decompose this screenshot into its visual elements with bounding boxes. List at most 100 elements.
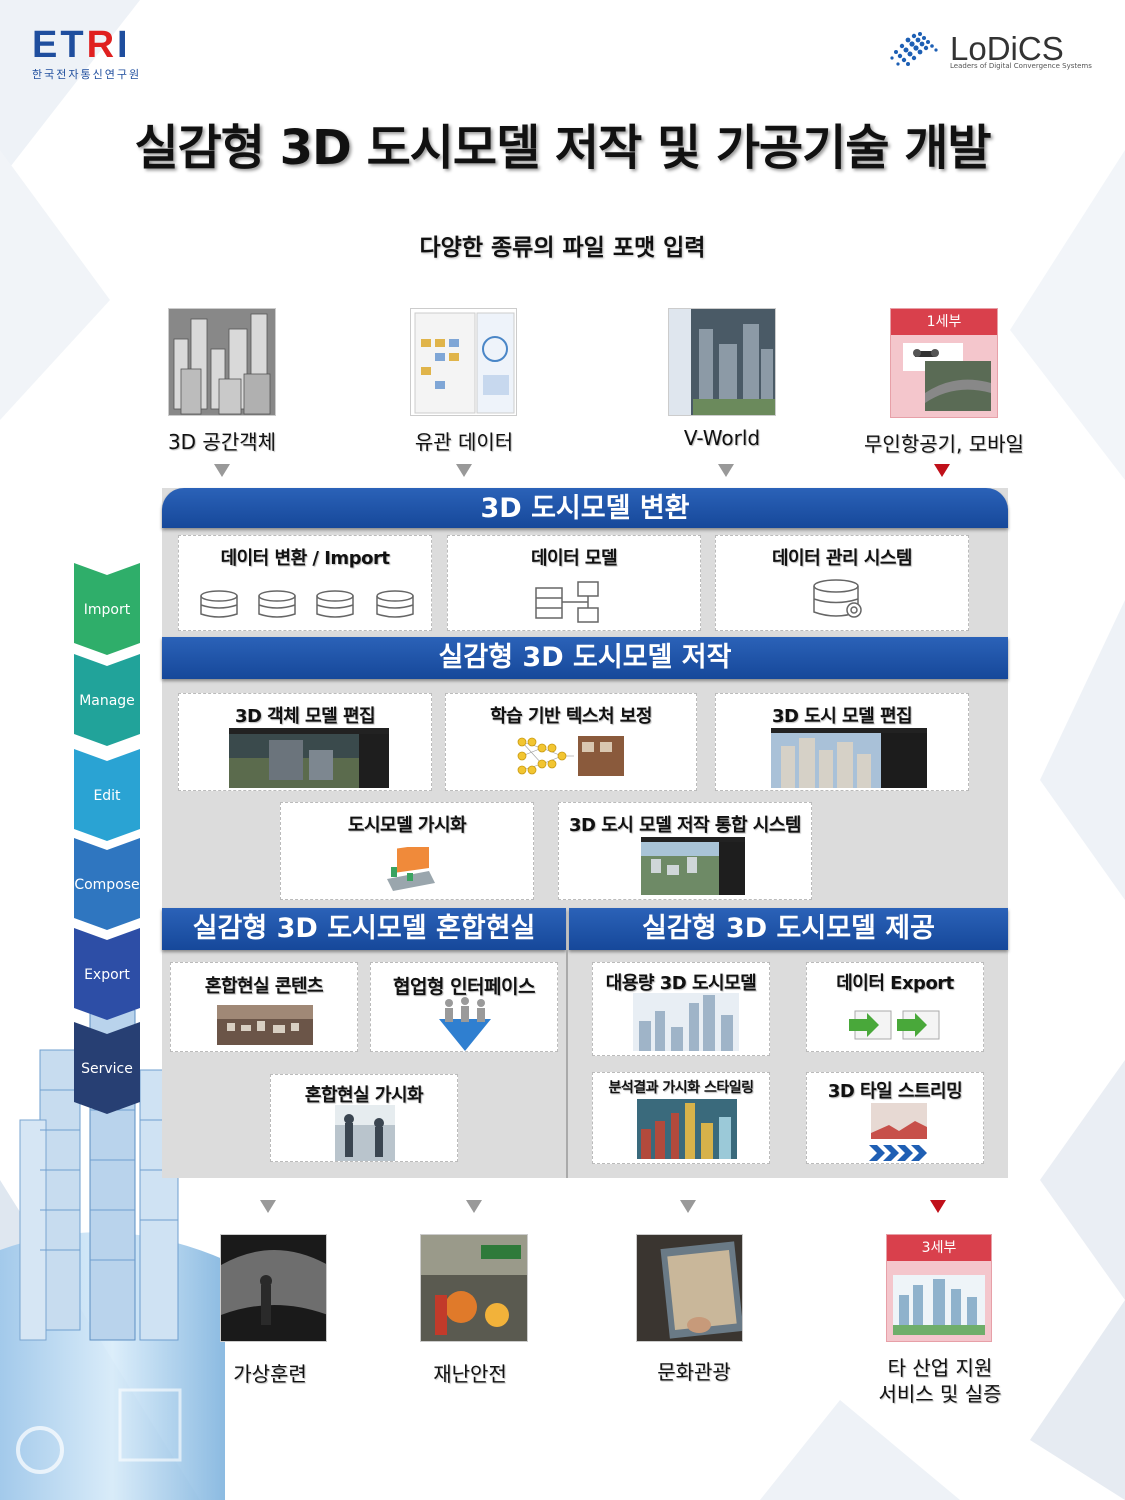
city-model-image [633, 993, 739, 1051]
box-large-city-model: 대용량 3D 도시모델 [592, 962, 770, 1056]
neural-network-icon [517, 736, 624, 776]
box-title: 3D 도시 모델 저작 통합 시스템 [569, 815, 801, 836]
step-label: Manage [79, 693, 135, 709]
people-arrow-icon [439, 997, 491, 1051]
analysis-styling-image [637, 1099, 737, 1159]
input-3d-object-thumbnail [168, 308, 276, 416]
step-edit: Edit [74, 749, 140, 841]
down-arrow-icon [260, 1200, 276, 1213]
input-tag-badge: 1세부 [891, 309, 997, 335]
box-mr-visualization: 혼합현실 가시화 [270, 1074, 458, 1162]
box-title: 분석결과 가시화 스타일링 [608, 1080, 754, 1096]
step-import: Import [74, 563, 140, 655]
output-virtual-training-image [220, 1234, 327, 1342]
step-export: Export [74, 928, 140, 1020]
down-arrow-icon [466, 1200, 482, 1213]
down-arrow-icon [718, 464, 734, 477]
box-title: 데이터 Export [836, 973, 954, 994]
box-city-visualization: 도시모델 가시화 [280, 802, 534, 900]
output-label-industry-line2: 서비스 및 실증 [878, 1382, 1002, 1406]
section-title-mixed-reality: 실감형 3D 도시모델 혼합현실 [162, 908, 566, 950]
output-label-industry-line1: 타 산업 지원 [887, 1356, 993, 1380]
step-label: Export [84, 967, 130, 983]
down-arrow-icon [680, 1200, 696, 1213]
box-mr-content: 혼합현실 콘텐츠 [170, 962, 358, 1052]
box-title: 3D 객체 모델 편집 [234, 706, 376, 727]
output-industry-card: 3세부 [886, 1234, 992, 1342]
section-title-author: 실감형 3D 도시모델 저작 [162, 637, 1008, 679]
lodics-logo-subtitle: Leaders of Digital Convergence Systems [950, 62, 1092, 70]
input-label-3d-object: 3D 공간객체 [167, 430, 277, 454]
step-label: Compose [74, 877, 140, 893]
box-title: 협업형 인터페이스 [393, 976, 535, 998]
box-data-management: 데이터 관리 시스템 [715, 535, 969, 631]
output-disaster-safety-image [420, 1234, 528, 1342]
box-3d-city-edit: 3D 도시 모델 편집 [715, 693, 969, 791]
input-label-vworld: V-World [683, 426, 761, 450]
input-label-drone-mobile: 무인항공기, 모바일 [864, 432, 1024, 456]
box-title: 3D 타일 스트리밍 [827, 1081, 963, 1102]
lodics-logo-text: LoDiCS [950, 30, 1064, 67]
page-title: 실감형 3D 도시모델 저작 및 가공기술 개발 [134, 120, 991, 176]
city-edit-screenshot [771, 728, 927, 788]
authoring-system-screenshot [641, 837, 745, 895]
box-texture-correction: 학습 기반 텍스처 보정 [445, 693, 697, 791]
box-analysis-styling: 분석결과 가시화 스타일링 [592, 1072, 770, 1164]
box-title: 데이터 관리 시스템 [771, 548, 913, 569]
box-title: 혼합현실 콘텐츠 [204, 976, 324, 997]
box-title: 데이터 변환 / Import [220, 548, 390, 569]
lodics-dots-icon [890, 32, 938, 66]
down-arrow-icon [214, 464, 230, 477]
step-label: Service [81, 1061, 133, 1077]
object-edit-screenshot [229, 728, 389, 788]
data-model-icon [535, 581, 599, 623]
step-manage: Manage [74, 654, 140, 746]
step-label: Import [83, 602, 131, 618]
etri-logo: ETRI 한국전자통신연구원 [32, 26, 141, 82]
down-arrow-red-icon [934, 464, 950, 477]
output-label-culture-tourism: 문화관광 [657, 1360, 731, 1384]
input-label-related-data: 유관 데이터 [414, 430, 514, 454]
box-title: 혼합현실 가시화 [304, 1085, 424, 1106]
box-data-import: 데이터 변환 / Import [178, 535, 432, 631]
mr-content-image [217, 1005, 313, 1045]
down-arrow-icon [456, 464, 472, 477]
box-title: 3D 도시 모델 편집 [771, 706, 913, 727]
database-gear-icon [813, 579, 862, 618]
down-arrow-red-icon [930, 1200, 946, 1213]
city-cylinder-illustration [0, 1010, 225, 1500]
box-title: 학습 기반 텍스처 보정 [490, 706, 652, 727]
box-3d-object-edit: 3D 객체 모델 편집 [178, 693, 432, 791]
etri-logo-subtitle: 한국전자통신연구원 [32, 68, 142, 81]
output-label-disaster-safety: 재난안전 [433, 1362, 507, 1386]
section-title-convert: 3D 도시모델 변환 [162, 488, 1008, 528]
box-data-model: 데이터 모델 [447, 535, 701, 631]
drone-image [903, 343, 991, 411]
export-arrows-icon [849, 1010, 940, 1040]
output-culture-tourism-image [636, 1234, 743, 1342]
etri-logo-text: ETRI [32, 24, 131, 66]
box-title: 도시모델 가시화 [347, 815, 467, 836]
section-title-provide: 실감형 3D 도시모델 제공 [569, 908, 1008, 950]
step-label: Edit [93, 788, 121, 804]
input-related-data-thumbnail [410, 308, 517, 416]
box-title: 데이터 모델 [530, 548, 618, 569]
box-title: 대용량 3D 도시모델 [605, 973, 757, 994]
lodics-logo: LoDiCS Leaders of Digital Convergence Sy… [886, 30, 1096, 75]
box-collab-interface: 협업형 인터페이스 [370, 962, 558, 1052]
mr-visualization-image [335, 1105, 395, 1161]
tile-streaming-icon [869, 1103, 927, 1161]
industry-city-image [893, 1275, 985, 1335]
input-drone-mobile-card: 1세부 [890, 308, 998, 418]
box-data-export: 데이터 Export [806, 962, 984, 1052]
step-compose: Compose [74, 838, 140, 930]
step-service: Service [74, 1022, 140, 1114]
output-tag-badge: 3세부 [887, 1235, 991, 1261]
laptop-city-icon [387, 847, 435, 891]
input-vworld-thumbnail [668, 308, 776, 416]
database-sync-icons [200, 590, 414, 618]
page-subtitle: 다양한 종류의 파일 포맷 입력 [419, 235, 706, 261]
box-3d-tile-streaming: 3D 타일 스트리밍 [806, 1072, 984, 1164]
box-authoring-system: 3D 도시 모델 저작 통합 시스템 [558, 802, 812, 900]
section-divider [566, 950, 568, 1178]
